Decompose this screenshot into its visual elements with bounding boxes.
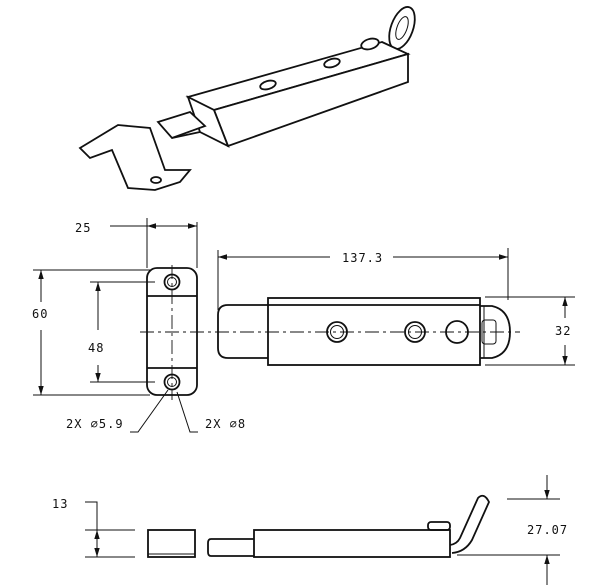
dim-keeper-width: 25 (75, 221, 91, 235)
keeper-bracket (78, 124, 192, 191)
bolt-hole (404, 321, 426, 343)
dim-hole-dia: 2X ⌀5.9 (66, 417, 124, 431)
dim-keeper-height: 60 (32, 307, 48, 321)
bolt-front-view (217, 297, 511, 366)
bolt-hole (326, 321, 348, 343)
dim-counterbore-dia: 2X ⌀8 (205, 417, 246, 431)
dim-bolt-length: 137.3 (342, 251, 383, 265)
dim-hole-spacing: 48 (88, 341, 104, 355)
dim-bolt-height: 27.07 (527, 523, 568, 537)
side-view (147, 494, 490, 558)
dim-keeper-thickness: 13 (52, 497, 68, 511)
bolt-tip (156, 110, 207, 140)
keeper-front-view (146, 265, 198, 400)
dimension-lines (33, 218, 575, 585)
bolt-hole (445, 320, 469, 344)
dim-bolt-width: 32 (555, 324, 571, 338)
isometric-view (78, 6, 416, 191)
